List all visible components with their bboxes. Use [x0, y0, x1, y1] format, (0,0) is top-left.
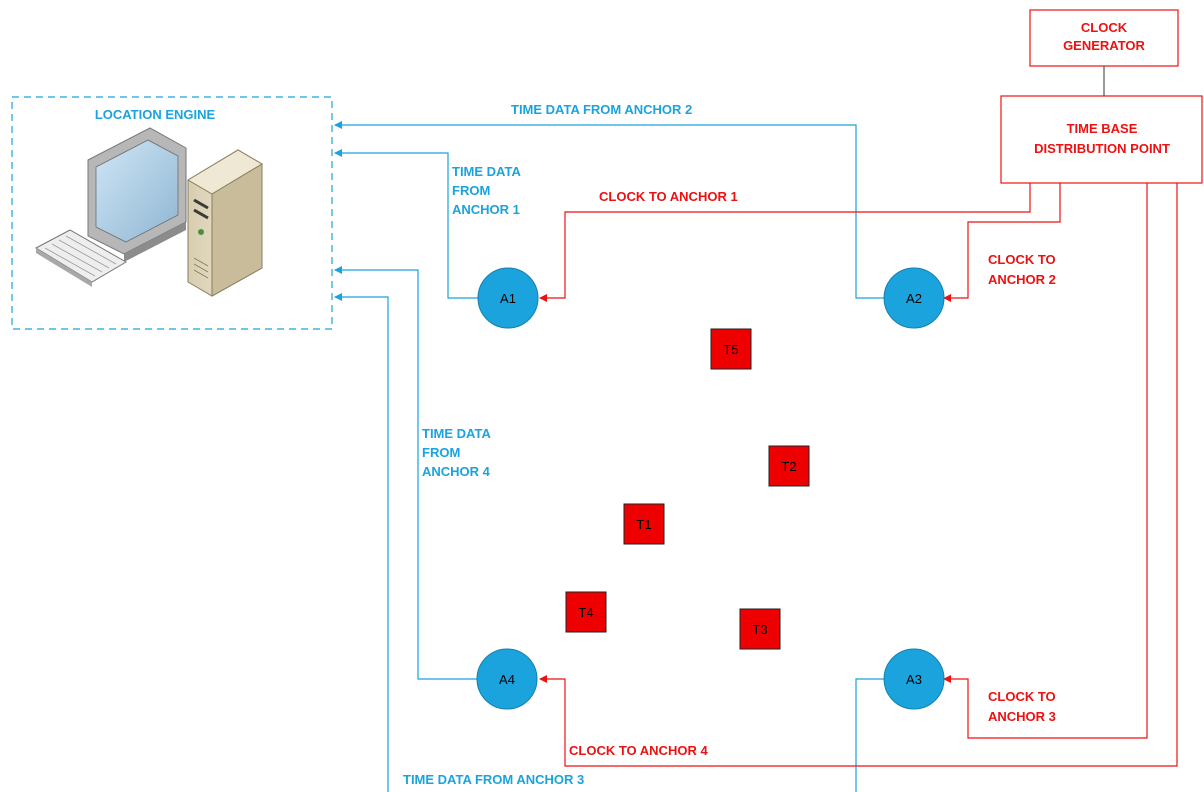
anchor-a4-label: A4 — [499, 672, 515, 687]
label-time-data-anchor-1-line2: FROM — [452, 183, 490, 198]
label-time-data-anchor-1-line3: ANCHOR 1 — [452, 202, 520, 217]
clock-line-anchor-1 — [539, 183, 1031, 302]
tag-t3-label: T3 — [752, 622, 767, 637]
label-clock-anchor-3-line2: ANCHOR 3 — [988, 709, 1056, 724]
data-line-anchor-3 — [855, 678, 884, 792]
label-time-data-anchor-2: TIME DATA FROM ANCHOR 2 — [511, 102, 692, 117]
tag-t4: T4 — [565, 591, 607, 633]
anchor-a1: A1 — [477, 267, 539, 329]
label-clock-anchor-4: CLOCK TO ANCHOR 4 — [569, 743, 708, 758]
data-line-anchor-4 — [334, 266, 477, 680]
tag-t5: T5 — [710, 328, 752, 370]
clock-generator-line1: CLOCK — [1081, 20, 1128, 35]
anchor-a1-label: A1 — [500, 291, 516, 306]
clock-line-anchor-3 — [943, 183, 1148, 739]
label-clock-anchor-2-line1: CLOCK TO — [988, 252, 1056, 267]
location-engine-title: LOCATION ENGINE — [95, 107, 216, 122]
tag-t3: T3 — [739, 608, 781, 650]
label-clock-anchor-1: CLOCK TO ANCHOR 1 — [599, 189, 738, 204]
anchor-a4: A4 — [476, 648, 538, 710]
computer-icon — [34, 127, 263, 297]
tag-t2: T2 — [768, 445, 810, 487]
label-clock-anchor-2-line2: ANCHOR 2 — [988, 272, 1056, 287]
clock-generator-line2: GENERATOR — [1063, 38, 1145, 53]
data-line-anchor-1 — [334, 149, 478, 299]
anchor-a2-label: A2 — [906, 291, 922, 306]
distribution-point-box — [1000, 95, 1203, 184]
label-clock-anchor-3-line1: CLOCK TO — [988, 689, 1056, 704]
tag-t4-label: T4 — [578, 605, 593, 620]
anchor-a2: A2 — [883, 267, 945, 329]
anchor-a3: A3 — [883, 648, 945, 710]
data-line-anchor-3-return — [334, 293, 389, 792]
location-engine-box — [11, 96, 333, 330]
label-time-data-anchor-4-line1: TIME DATA — [422, 426, 491, 441]
distribution-point-line2: DISTRIBUTION POINT — [1034, 141, 1170, 156]
label-time-data-anchor-4-line3: ANCHOR 4 — [422, 464, 491, 479]
tag-t1: T1 — [623, 503, 665, 545]
clock-line-anchor-4 — [539, 183, 1178, 767]
distribution-point-line1: TIME BASE — [1067, 121, 1138, 136]
label-time-data-anchor-4-line2: FROM — [422, 445, 460, 460]
clock-generator-box — [1029, 9, 1179, 67]
clock-line-anchor-2 — [943, 183, 1061, 302]
tag-t2-label: T2 — [781, 459, 796, 474]
tag-t5-label: T5 — [723, 342, 738, 357]
label-time-data-anchor-3: TIME DATA FROM ANCHOR 3 — [403, 772, 584, 787]
label-time-data-anchor-1-line1: TIME DATA — [452, 164, 521, 179]
anchor-a3-label: A3 — [906, 672, 922, 687]
tag-t1-label: T1 — [636, 517, 651, 532]
